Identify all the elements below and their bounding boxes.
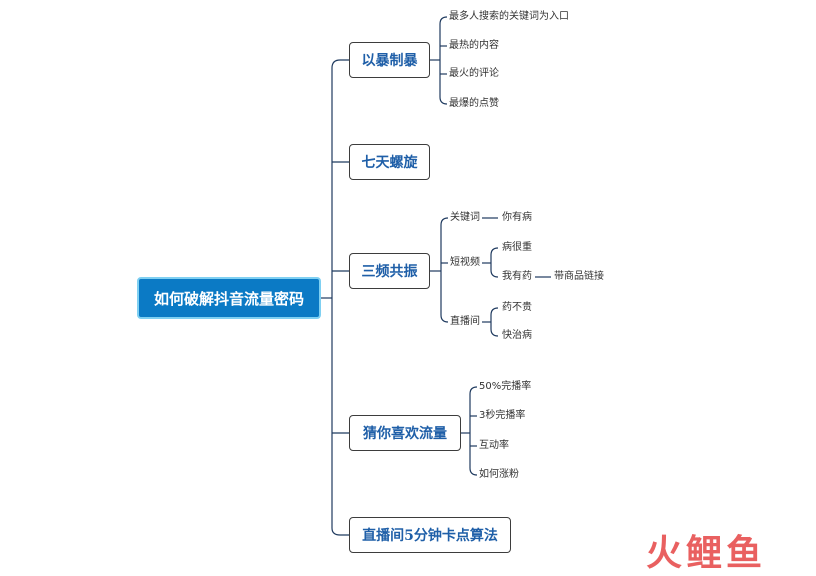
subtopic-interaction-rate[interactable]: 互动率 — [479, 440, 509, 451]
subtopic-very-sick[interactable]: 病很重 — [502, 242, 532, 253]
root-topic[interactable]: 如何破解抖音流量密码 — [137, 277, 321, 319]
topic-triple-resonance[interactable]: 三频共振 — [349, 253, 430, 289]
subtopic-search-keyword[interactable]: 最多人搜索的关键词为入口 — [449, 11, 569, 22]
subtopic-3s-completion[interactable]: 3秒完播率 — [479, 410, 526, 421]
topic-live-5min-algorithm[interactable]: 直播间5分钟卡点算法 — [349, 517, 511, 553]
subtopic-50-completion[interactable]: 50%完播率 — [479, 381, 532, 392]
subtopic-keyword[interactable]: 关键词 — [450, 212, 480, 223]
topic-seven-day-spiral[interactable]: 七天螺旋 — [349, 144, 430, 180]
subtopic-product-link[interactable]: 带商品链接 — [554, 271, 604, 282]
subtopic-short-video[interactable]: 短视频 — [450, 257, 480, 268]
subtopic-i-have-medicine[interactable]: 我有药 — [502, 271, 532, 282]
subtopic-fast-cure[interactable]: 快治病 — [502, 330, 532, 341]
subtopic-hottest-content[interactable]: 最热的内容 — [449, 40, 499, 51]
subtopic-hottest-comments[interactable]: 最火的评论 — [449, 68, 499, 79]
subtopic-you-are-sick[interactable]: 你有病 — [502, 212, 532, 223]
subtopic-most-likes[interactable]: 最爆的点赞 — [449, 98, 499, 109]
subtopic-medicine-cheap[interactable]: 药不贵 — [502, 302, 532, 313]
subtopic-live-room[interactable]: 直播间 — [450, 316, 480, 327]
subtopic-gain-followers[interactable]: 如何涨粉 — [479, 469, 519, 480]
watermark-logo: 火鲤鱼 — [646, 533, 767, 574]
topic-guess-you-like[interactable]: 猜你喜欢流量 — [349, 415, 461, 451]
topic-violence[interactable]: 以暴制暴 — [349, 42, 430, 78]
